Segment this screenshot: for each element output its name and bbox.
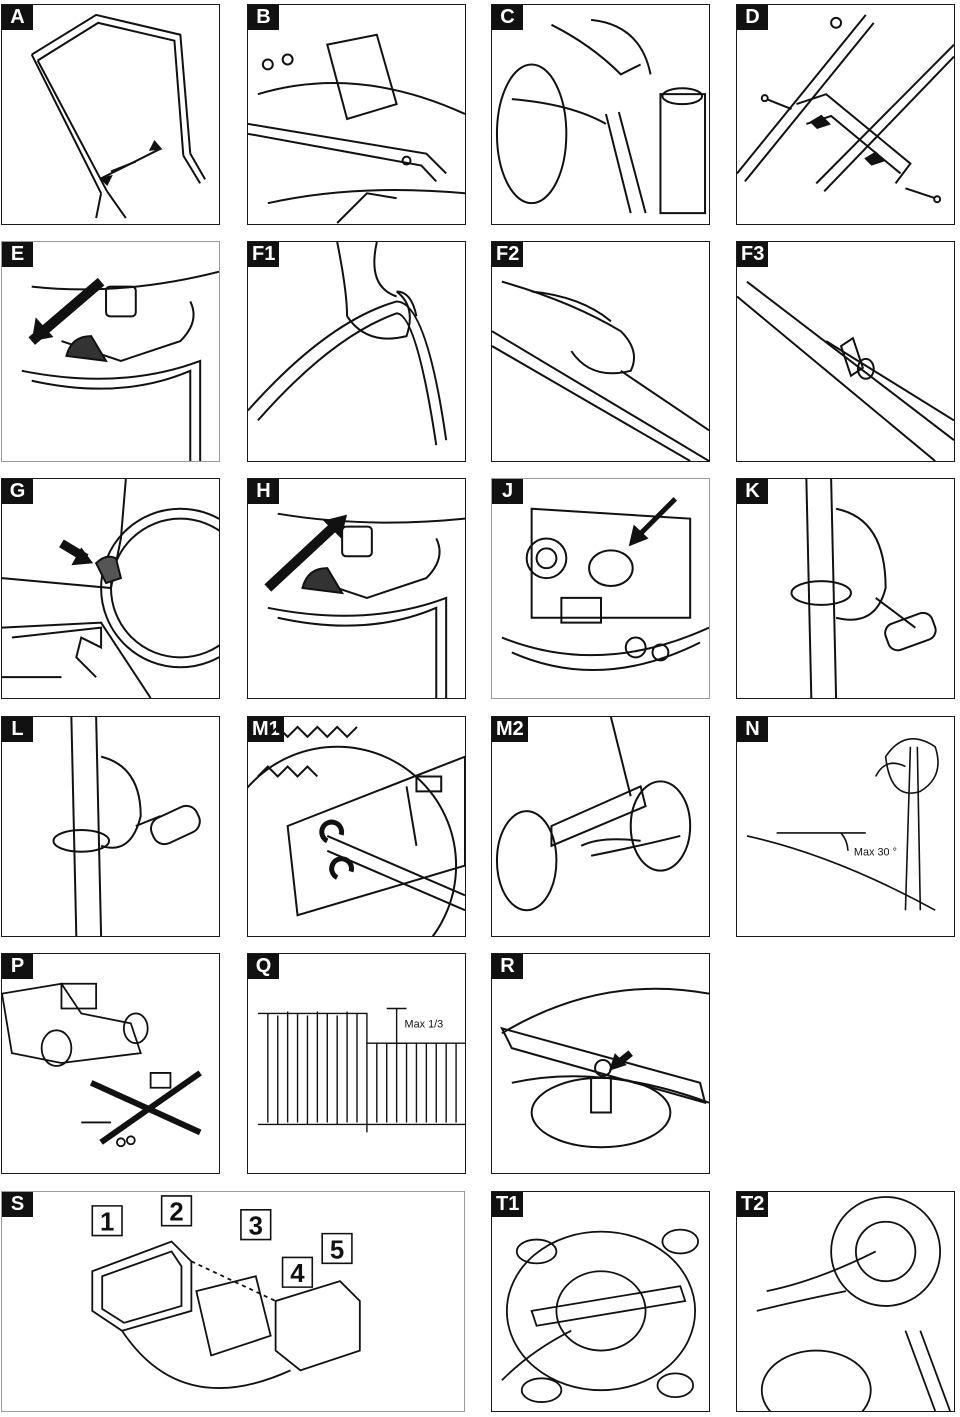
handle-screws-illustration [737, 5, 954, 224]
panel-h: H [247, 478, 466, 699]
panel-label-n: N [737, 717, 768, 742]
panel-label-q: Q [248, 954, 279, 979]
panel-label-p: P [2, 954, 33, 979]
panel-j: J [491, 478, 710, 699]
grass-height-illustration: Max 1/3 [248, 954, 465, 1173]
panel-m1: M1 [247, 716, 466, 937]
panel-q: Q Max 1/3 [247, 953, 466, 1174]
panel-t1: T1 [491, 1191, 710, 1412]
handle-frame-illustration [2, 5, 219, 224]
panel-f3: F3 [736, 241, 955, 462]
panel-label-r: R [492, 954, 523, 979]
panel-label-e: E [2, 242, 33, 267]
panel-k: K [736, 478, 955, 699]
engine-throttle-illustration [492, 479, 709, 698]
panel-e: E [1, 241, 220, 462]
panel-label-b: B [248, 5, 279, 30]
panel-l: L [1, 716, 220, 937]
hand-on-handle-illustration [248, 242, 465, 461]
panel-label-j: J [492, 479, 523, 504]
starter-handle-release-illustration [2, 717, 219, 936]
panel-a: A [1, 4, 220, 225]
hand-fitting-pin-illustration [492, 5, 709, 224]
svg-text:4: 4 [290, 1260, 305, 1288]
spark-plug-cap-illustration [2, 242, 219, 461]
grass-annotation: Max 1/3 [405, 1018, 444, 1030]
panel-label-a: A [2, 5, 33, 30]
part-number-4: 4 [283, 1257, 313, 1288]
panel-label-t1: T1 [492, 1192, 524, 1217]
panel-f1: F1 [247, 241, 466, 462]
handle-bracket-illustration [248, 5, 465, 224]
panel-n: N Max 30 ° [736, 716, 955, 937]
panel-s: S 1 2 3 4 5 [1, 1191, 465, 1412]
panel-r: R [491, 953, 710, 1174]
panel-label-t2: T2 [737, 1192, 769, 1217]
panel-d: D [736, 4, 955, 225]
spark-plug-connect-illustration [248, 479, 465, 698]
panel-label-m2: M2 [492, 717, 528, 742]
slope-limit-illustration: Max 30 ° [737, 717, 954, 936]
panel-t2: T2 [736, 1191, 955, 1412]
slope-annotation: Max 30 ° [854, 847, 897, 859]
panel-f2: F2 [491, 241, 710, 462]
hand-on-cable-illustration [492, 242, 709, 461]
svg-text:2: 2 [169, 1199, 183, 1227]
panel-label-m1: M1 [248, 717, 284, 742]
part-number-2: 2 [162, 1196, 192, 1227]
panel-label-d: D [737, 5, 768, 30]
panel-label-k: K [737, 479, 768, 504]
panel-label-f2: F2 [492, 242, 524, 267]
panel-label-g: G [2, 479, 33, 504]
cable-clip-illustration [737, 242, 954, 461]
part-number-5: 5 [322, 1234, 352, 1264]
height-lever-hand-illustration [492, 717, 709, 936]
blade-bolt-illustration [492, 954, 709, 1173]
panel-m2: M2 [491, 716, 710, 937]
starter-handle-hook-illustration [737, 479, 954, 698]
panel-label-f3: F3 [737, 242, 769, 267]
grass-bag-lever-illustration [2, 479, 219, 698]
panel-label-l: L [2, 717, 33, 742]
mower-underside-illustration [492, 1192, 709, 1411]
panel-c: C [491, 4, 710, 225]
panel-label-h: H [248, 479, 279, 504]
wheel-removal-illustration [737, 1192, 954, 1411]
air-filter-illustration: 1 2 3 4 5 [2, 1192, 464, 1411]
cutting-height-adjust-illustration [248, 717, 465, 936]
panel-b: B [247, 4, 466, 225]
panel-p: P [1, 953, 220, 1174]
panel-label-f1: F1 [248, 242, 280, 267]
panel-g: G [1, 478, 220, 699]
svg-text:5: 5 [330, 1236, 344, 1264]
panel-label-s: S [2, 1192, 33, 1217]
panel-label-c: C [492, 5, 523, 30]
svg-text:1: 1 [100, 1209, 114, 1237]
part-number-1: 1 [92, 1206, 122, 1237]
part-number-3: 3 [241, 1210, 271, 1241]
svg-text:3: 3 [249, 1213, 263, 1241]
clear-debris-illustration [2, 954, 219, 1173]
